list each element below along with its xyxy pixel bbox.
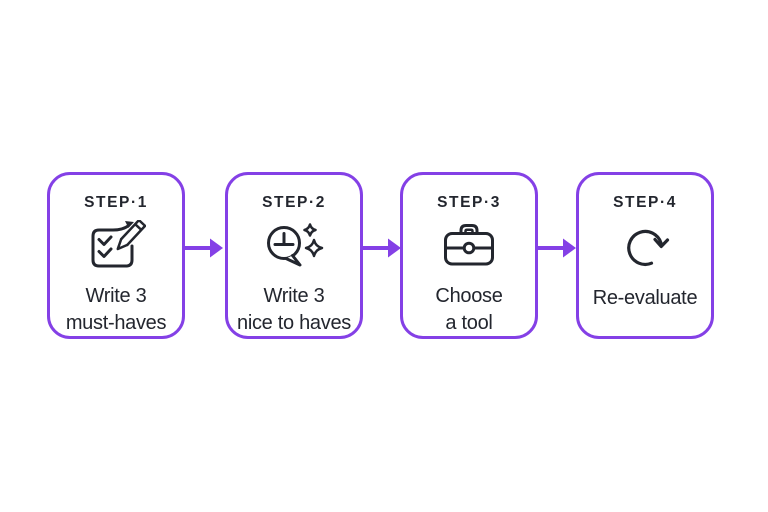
- arrow-right-icon: [536, 238, 576, 258]
- step-1-card: STEP·1 Write 3 must-haves: [47, 172, 185, 339]
- step-2-title: STEP·2: [262, 194, 326, 211]
- step-2-label: Write 3 nice to haves: [237, 285, 351, 334]
- step-1-label: Write 3 must-haves: [65, 285, 167, 334]
- briefcase-icon: [438, 217, 500, 275]
- checklist-pencil-icon: [86, 217, 146, 275]
- step-1-title: STEP·1: [84, 194, 148, 211]
- step-4-card: STEP·4 Re-evaluate: [576, 172, 714, 339]
- refresh-arrow-icon: [618, 217, 672, 277]
- step-3-card: STEP·3 Choose a tool: [400, 172, 538, 339]
- clock-sparkles-icon: [263, 217, 325, 275]
- step-4-title: STEP·4: [613, 194, 677, 211]
- arrow-right-icon: [183, 238, 223, 258]
- step-2-card: STEP·2 Write 3 nice to haves: [225, 172, 363, 339]
- step-4-label: Re-evaluate: [592, 287, 698, 309]
- arrow-right-icon: [361, 238, 401, 258]
- step-3-title: STEP·3: [437, 194, 501, 211]
- step-3-label: Choose a tool: [435, 285, 503, 334]
